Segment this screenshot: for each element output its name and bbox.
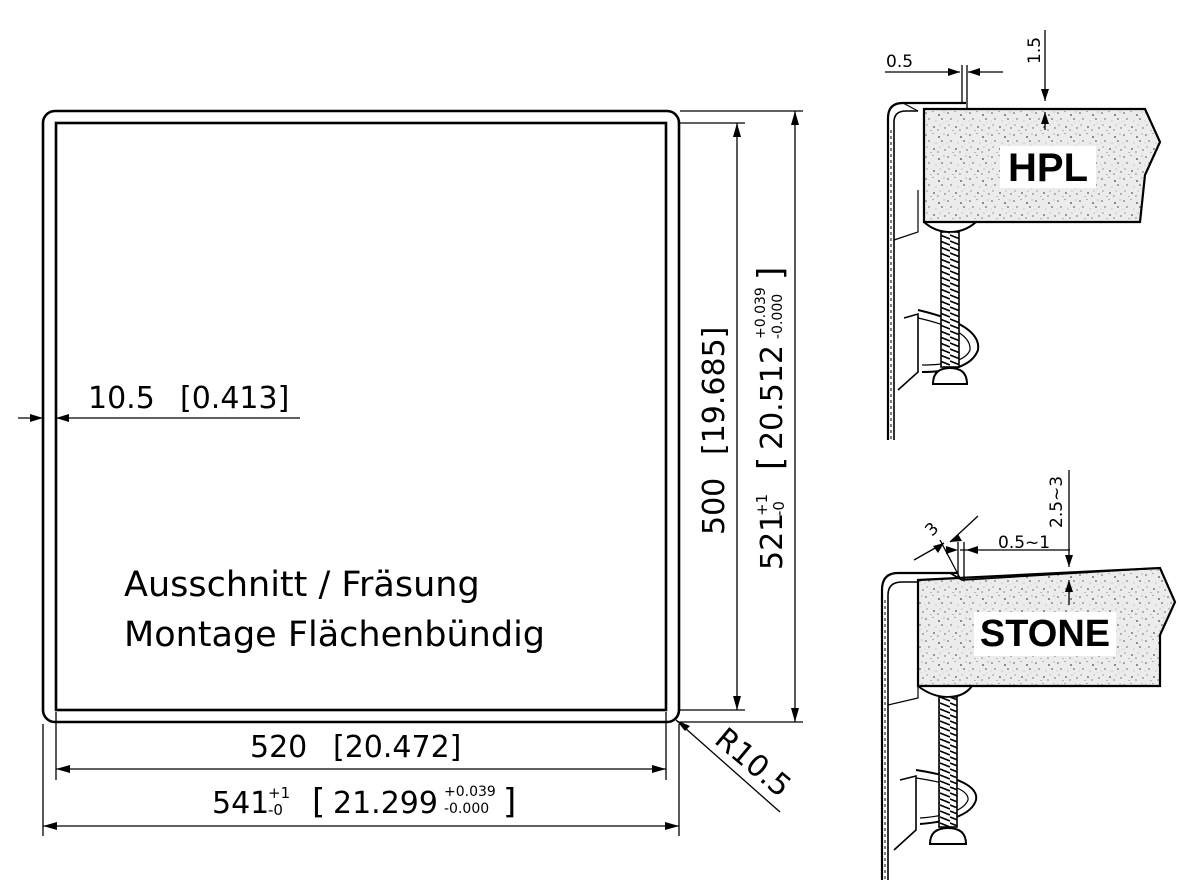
outer-width-inch-label: 21.299 xyxy=(333,786,438,821)
stone-gap-label: 0.5~1 xyxy=(998,533,1050,553)
inner-height-inch-label: [19.685] xyxy=(697,327,732,455)
inner-width-label: 520 xyxy=(250,730,307,765)
stone-screw xyxy=(938,696,958,828)
outer-width-label: 541 xyxy=(212,786,269,821)
inner-cutout-outline xyxy=(54,121,668,712)
bracket-close-v: ] xyxy=(751,267,791,280)
outer-height-tol-lower: -0 xyxy=(770,501,788,516)
hpl-material-label: HPL xyxy=(1008,146,1088,190)
hpl-screw xyxy=(940,231,960,368)
offset-label: 10.5 xyxy=(88,381,155,416)
radius-label: R10.5 xyxy=(708,721,798,804)
hpl-step-label: 1.5 xyxy=(1025,37,1045,64)
caption-line-2: Montage Flächenbündig xyxy=(124,615,545,655)
outer-height-inch-tol-upper: +0.039 xyxy=(753,287,769,339)
outer-height-label: 521 xyxy=(755,513,790,570)
stone-step-label: 2.5~3 xyxy=(1047,476,1067,528)
cutout-view: 10.5 [0.413] 520 [20.472] 541 +1 -0 [ 21… xyxy=(18,109,803,836)
outer-width-inch-tol-lower: -0.000 xyxy=(444,801,489,817)
outer-width-inch-tol-upper: +0.039 xyxy=(444,784,496,800)
outer-cutout-outline xyxy=(41,109,681,724)
outer-width-tol-lower: -0 xyxy=(268,801,283,819)
detail-stone: STONE 3 0.5~1 xyxy=(880,470,1177,880)
stone-chamfer-label: 3 xyxy=(921,519,943,541)
hpl-label-bg xyxy=(1000,146,1096,188)
outer-width-tol-upper: +1 xyxy=(268,784,290,802)
radius-leader xyxy=(675,719,781,813)
bracket-close: ] xyxy=(503,782,516,822)
inner-height-label: 500 xyxy=(697,478,732,535)
inner-width-inch-label: [20.472] xyxy=(333,730,461,765)
bracket-open: [ xyxy=(312,782,325,822)
stone-label-bg xyxy=(974,612,1116,656)
detail-hpl: HPL 0.5 1.5 xyxy=(885,30,1162,440)
bracket-open-v: [ xyxy=(751,457,791,470)
caption-line-1: Ausschnitt / Fräsung xyxy=(124,565,480,605)
offset-inch-label: [0.413] xyxy=(180,381,289,416)
outer-height-inch-label: 20.512 xyxy=(755,345,790,450)
stone-material-label: STONE xyxy=(980,613,1110,655)
outer-height-inch-tol-lower: -0.000 xyxy=(770,294,786,339)
hpl-gap-label: 0.5 xyxy=(886,52,913,72)
outer-height-tol-upper: +1 xyxy=(753,494,771,516)
